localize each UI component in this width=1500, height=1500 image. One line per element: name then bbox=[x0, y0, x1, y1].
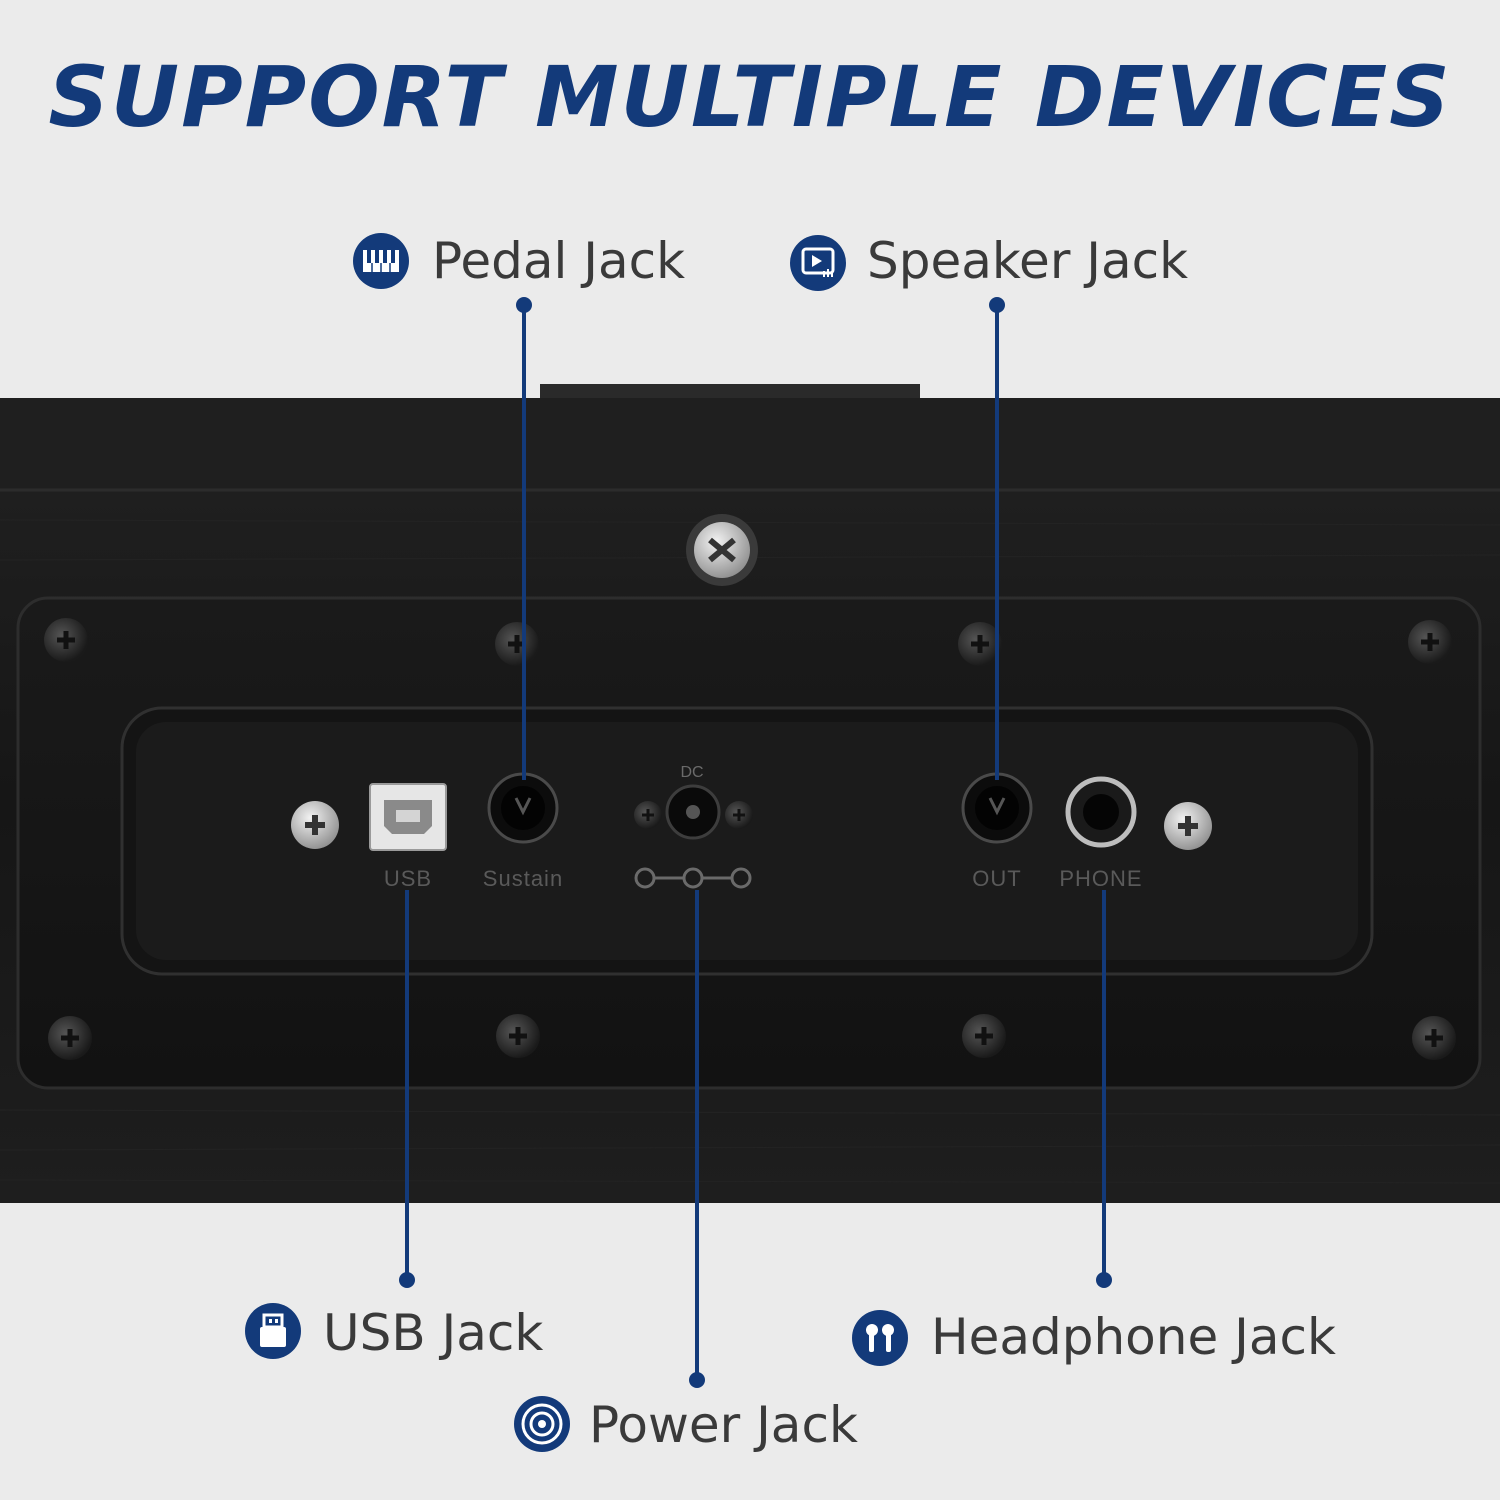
power-jack-label: Power Jack bbox=[589, 1396, 858, 1454]
center-screw bbox=[686, 514, 758, 586]
sustain-jack-label: Sustain bbox=[483, 866, 563, 891]
usb-port-label: USB bbox=[384, 866, 432, 891]
out-jack-label: OUT bbox=[972, 866, 1021, 891]
phone-jack-label: PHONE bbox=[1059, 866, 1142, 891]
dc-jack[interactable] bbox=[634, 784, 753, 840]
phone-jack[interactable] bbox=[1065, 776, 1137, 848]
pedal-jack-label: Pedal Jack bbox=[432, 232, 686, 290]
sustain-jack[interactable] bbox=[487, 772, 559, 844]
usb-drive-icon bbox=[245, 1303, 301, 1359]
speaker-jack-label: Speaker Jack bbox=[867, 232, 1189, 290]
speaker-screen-icon bbox=[790, 235, 846, 291]
dc-polarity-symbol bbox=[634, 867, 752, 889]
usb-jack-label: USB Jack bbox=[323, 1304, 544, 1362]
usb-port[interactable] bbox=[369, 783, 447, 851]
panel-screw-right bbox=[1164, 802, 1212, 850]
earbuds-icon bbox=[852, 1310, 908, 1366]
piano-keys-icon bbox=[353, 233, 409, 289]
headphone-jack-label: Headphone Jack bbox=[931, 1308, 1336, 1366]
callout-lines bbox=[399, 297, 1112, 1388]
panel-screw-left bbox=[291, 801, 339, 849]
power-disc-icon bbox=[514, 1396, 570, 1452]
out-jack[interactable] bbox=[961, 772, 1033, 844]
page-title: SUPPORT MULTIPLE DEVICES bbox=[48, 48, 1452, 146]
plate-screws bbox=[44, 618, 1456, 1060]
dc-label: DC bbox=[680, 764, 703, 781]
